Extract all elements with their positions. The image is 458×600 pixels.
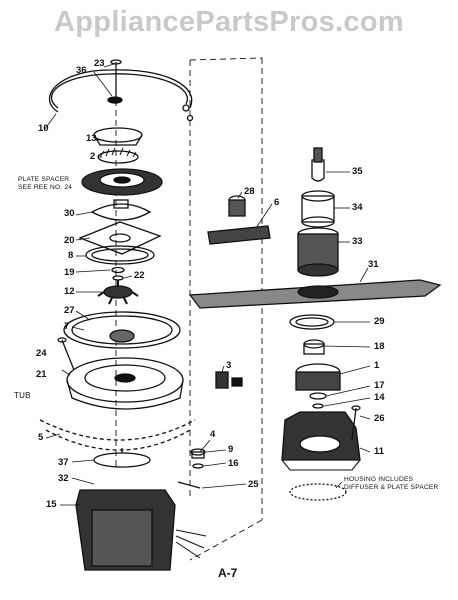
sump-housing-part [66, 357, 184, 410]
note-tub: TUB [14, 391, 31, 400]
callout-37: 37 [58, 457, 69, 468]
callout-9: 9 [228, 444, 234, 455]
callout-24: 24 [36, 348, 47, 359]
callout-36: 36 [76, 65, 87, 76]
tube-mid-part [301, 190, 335, 228]
callout-26: 26 [374, 413, 385, 424]
leader-lines [43, 63, 371, 506]
spray-arm-part [188, 279, 442, 309]
callout-22: 22 [134, 270, 145, 281]
callout-2: 2 [90, 151, 96, 162]
filter-cylinder-part [297, 227, 339, 277]
screw-and-washer-part [107, 59, 123, 104]
callout-31: 31 [368, 259, 379, 270]
note-housing-line1: HOUSING INCLUDES [344, 476, 414, 483]
pump-housing-part [281, 411, 361, 471]
screw-24-part [57, 337, 75, 371]
note-housing-line2: DIFFUSER & PLATE SPACER [344, 484, 439, 491]
motor-part [75, 489, 207, 571]
seal-ring-part [289, 314, 335, 330]
callout-17: 17 [374, 380, 385, 391]
callout-14: 14 [374, 392, 385, 403]
cap-part [93, 127, 143, 146]
callout-12: 12 [64, 286, 75, 297]
callout-20: 20 [64, 235, 75, 246]
callout-16: 16 [228, 458, 239, 469]
callout-1: 1 [374, 360, 380, 371]
impeller-part [97, 147, 139, 164]
gasket-plate-part [78, 221, 162, 255]
callout-11: 11 [374, 446, 385, 457]
ring-part [85, 245, 155, 265]
callout-21: 21 [36, 369, 47, 380]
note-plate-spacer-line2: SEE REE NO. 24 [18, 184, 73, 191]
screw-26-part [351, 405, 361, 441]
disc-part [93, 448, 151, 468]
callout-32: 32 [58, 473, 69, 484]
callout-30: 30 [64, 208, 75, 219]
large-gasket-part [63, 311, 181, 349]
hose-tube-part [48, 69, 194, 122]
callout-35: 35 [352, 166, 363, 177]
callout-4: 4 [210, 429, 216, 440]
callout-34: 34 [352, 202, 363, 213]
callout-15: 15 [46, 499, 57, 510]
chopper-gear-part [97, 280, 139, 305]
diffuser-part [289, 483, 347, 501]
callout-7: 7 [64, 321, 70, 332]
small-rings-part [111, 266, 125, 281]
seal-block-part [215, 371, 243, 389]
callout-19: 19 [64, 267, 75, 278]
callout-18: 18 [374, 341, 385, 352]
callout-10: 10 [38, 123, 49, 134]
callout-5: 5 [38, 432, 44, 443]
callout-8: 8 [68, 250, 74, 261]
callout-27: 27 [64, 305, 75, 316]
callout-25: 25 [248, 479, 259, 490]
plate-spacer-part [81, 168, 163, 196]
callout-6: 6 [274, 197, 280, 208]
callout-23: 23 [94, 58, 105, 69]
page-number: A-7 [218, 566, 238, 580]
callout-13: 13 [86, 133, 97, 144]
pump-impeller-part [295, 339, 341, 391]
bracket-plate-part [90, 199, 152, 221]
watermark-text: AppliancePartsPros.com [54, 6, 404, 38]
filter-part [207, 195, 271, 245]
tub-flange-part [39, 419, 196, 451]
fittings-part [177, 448, 206, 489]
callout-28: 28 [244, 186, 255, 197]
pump-rings-part [309, 392, 327, 409]
upper-tube-part [311, 147, 325, 182]
callout-29: 29 [374, 316, 385, 327]
callout-3: 3 [226, 360, 232, 371]
callout-33: 33 [352, 236, 363, 247]
note-plate-spacer-line1: PLATE SPACER [18, 176, 70, 183]
